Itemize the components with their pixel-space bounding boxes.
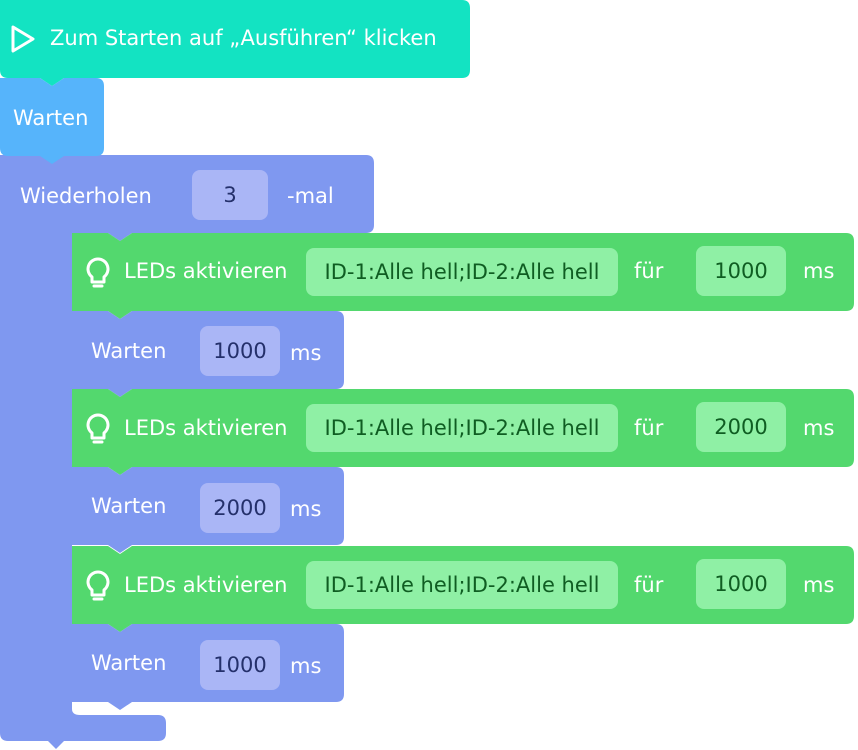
wait-duration-input[interactable]: 1000: [200, 326, 280, 376]
wait-step-label: Warten: [91, 494, 167, 518]
wait-duration-input[interactable]: 2000: [200, 483, 280, 533]
lightbulb-icon: [84, 412, 112, 446]
start-block[interactable]: Zum Starten auf „Ausführen“ klicken: [0, 0, 470, 86]
wait-block-label: Warten: [13, 106, 89, 130]
for-label: für: [634, 573, 664, 597]
unit-label: ms: [290, 497, 322, 521]
led-duration-input[interactable]: 1000: [696, 559, 786, 609]
unit-label: ms: [803, 573, 835, 597]
unit-label: ms: [290, 654, 322, 678]
unit-label: ms: [803, 416, 835, 440]
wait-block[interactable]: Warten: [0, 78, 104, 164]
led-duration-input[interactable]: 2000: [696, 402, 786, 452]
lightbulb-icon: [84, 569, 112, 603]
for-label: für: [634, 416, 664, 440]
led-block-label: LEDs aktivieren: [124, 573, 288, 597]
lightbulb-icon: [84, 256, 112, 290]
unit-label: ms: [290, 341, 322, 365]
start-block-shape: [0, 0, 470, 86]
for-label: für: [634, 259, 664, 283]
led-setting-field[interactable]: ID-1:Alle hell;ID-2:Alle hell: [306, 248, 618, 296]
repeat-count-input[interactable]: 3: [192, 170, 268, 220]
led-block-label: LEDs aktivieren: [124, 416, 288, 440]
repeat-block[interactable]: [0, 155, 858, 750]
play-icon: [10, 24, 36, 54]
repeat-block-shape: [0, 155, 374, 749]
wait-block-shape: [0, 78, 104, 164]
wait-step-label: Warten: [91, 339, 167, 363]
led-setting-field[interactable]: ID-1:Alle hell;ID-2:Alle hell: [306, 561, 618, 609]
led-block-label: LEDs aktivieren: [124, 259, 288, 283]
wait-step-label: Warten: [91, 651, 167, 675]
led-setting-field[interactable]: ID-1:Alle hell;ID-2:Alle hell: [306, 404, 618, 452]
wait-duration-input[interactable]: 1000: [200, 640, 280, 690]
repeat-block-label: Wiederholen: [20, 184, 152, 208]
repeat-suffix-label: -mal: [287, 184, 334, 208]
unit-label: ms: [803, 259, 835, 283]
start-block-label: Zum Starten auf „Ausführen“ klicken: [50, 26, 437, 50]
led-duration-input[interactable]: 1000: [696, 246, 786, 296]
